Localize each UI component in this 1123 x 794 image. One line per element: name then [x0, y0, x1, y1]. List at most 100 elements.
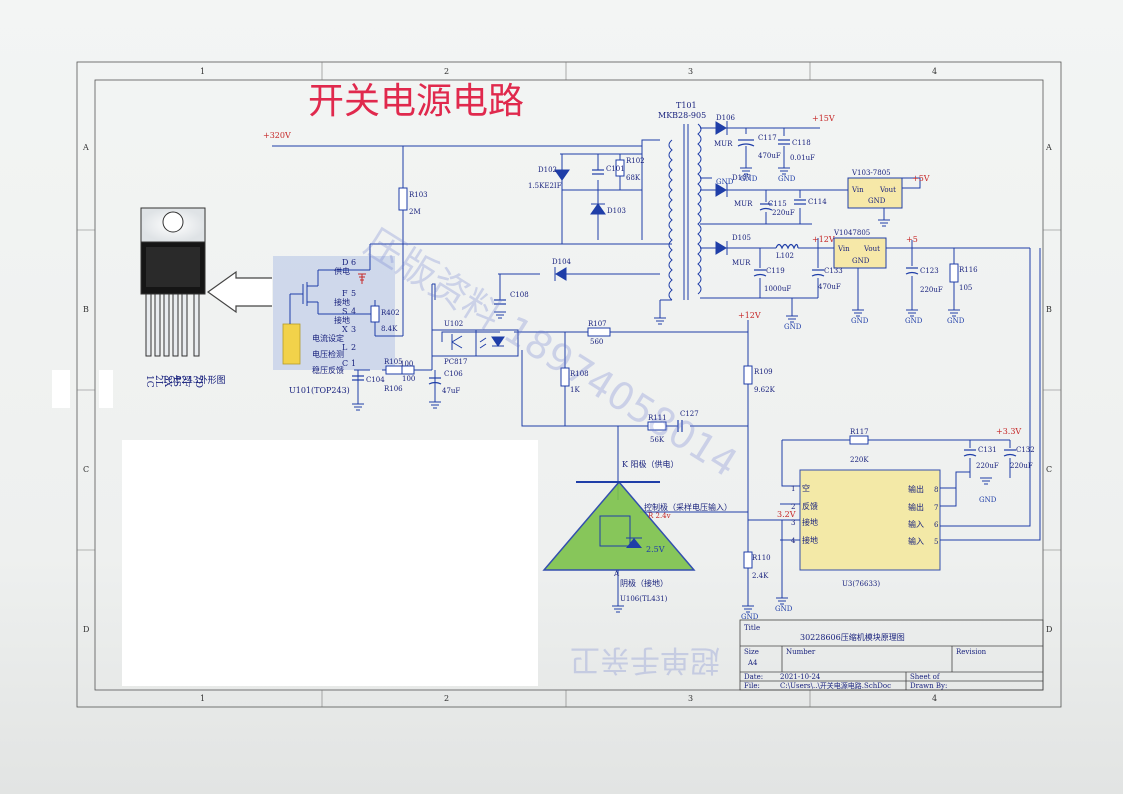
- d102-val: 1.5KE2IF: [528, 182, 562, 190]
- inductor-l102: [775, 243, 799, 250]
- tl431-a-label: 阴极（接地）: [620, 578, 668, 588]
- zone-col-3: 3: [688, 67, 693, 76]
- tb-date: 2021-10-24: [780, 673, 821, 681]
- tb-size-label: Size: [744, 648, 759, 656]
- u3-pin4-label: 接地: [802, 535, 818, 545]
- pin-d-func: 供电: [334, 266, 350, 276]
- top243-pin-labels: D 6 供电 F 5 接地 S 4 接地 X 3 电流设定 L 2 电压检测 C…: [312, 258, 356, 375]
- c132-ref: C132: [1016, 446, 1035, 454]
- d107-ref: D107: [732, 174, 751, 182]
- u3-pin7-num: 7: [934, 504, 938, 512]
- u3-pin1-label: 空: [802, 483, 810, 493]
- u3-pin3-label: 接地: [802, 517, 818, 527]
- pointer-arrow: [206, 270, 272, 314]
- redacted-mark-right: [99, 370, 113, 408]
- net-gnd-r116: GND: [947, 317, 965, 325]
- zone-col-1-bottom: 1: [200, 694, 205, 703]
- outline-pin-2l: 2L: [153, 375, 163, 387]
- ground-symbols: [352, 167, 992, 613]
- primary-wiring: [272, 139, 749, 606]
- pin-l-func: 电压检测: [312, 349, 344, 359]
- net-5v: +5V: [912, 174, 930, 183]
- tb-date-label: Date:: [744, 673, 763, 681]
- tl431-k-label: K 阳极（供电）: [622, 459, 679, 469]
- c101-ref: C101: [606, 165, 625, 173]
- v103-ref: V103-7805: [851, 169, 891, 177]
- u3-pin4-num: 4: [791, 537, 796, 545]
- tl431-ref: U106(TL431): [620, 595, 668, 603]
- pin-s-func: 接地: [334, 315, 350, 325]
- u3-pin1-num: 1: [791, 485, 795, 493]
- page-title: 开关电源电路: [308, 81, 524, 122]
- v104-vout: Vout: [863, 245, 880, 253]
- regulator-v103: [847, 177, 903, 209]
- t101-ref: T101: [676, 101, 697, 110]
- outline-pin-4s: 4S: [171, 375, 181, 387]
- resistors: [370, 159, 959, 569]
- tb-number-label: Number: [786, 648, 816, 656]
- r105-ref: R105: [384, 358, 403, 366]
- r402-val: 8.4K: [381, 325, 398, 333]
- v104-ref: V1047805: [833, 229, 870, 237]
- u102-ref: U102: [444, 320, 463, 328]
- secondary-wiring: [700, 127, 1041, 598]
- capacitors: [352, 139, 1017, 457]
- u3-chip: [799, 469, 941, 571]
- c123-val: 220uF: [920, 286, 943, 294]
- net-320v: +320V: [263, 131, 291, 140]
- u3-pin6-num: 6: [934, 521, 939, 529]
- r106-val: 100: [402, 375, 415, 383]
- outline-pin-5f: 5F: [180, 375, 190, 387]
- top243-mosfet-symbol: [289, 269, 340, 324]
- u3-pin8-num: 8: [934, 486, 938, 494]
- r103-val: 2M: [409, 208, 421, 216]
- u3-pin6-label: 输入: [908, 519, 924, 529]
- zone-col-2: 2: [444, 67, 449, 76]
- u3-pin2-label: 反馈: [802, 501, 818, 511]
- net-gnd-r110: GND: [741, 613, 759, 621]
- net-3v2: 3.2V: [777, 510, 796, 519]
- u3-pin7-label: 输出: [908, 502, 924, 512]
- v104-vin: Vin: [837, 245, 850, 253]
- zone-row-d: D: [83, 625, 89, 634]
- c127-ref: C127: [680, 410, 699, 418]
- net-r24: R 2.4v: [648, 512, 671, 520]
- zone-col-3-bottom: 3: [688, 694, 693, 703]
- r111-ref: R111: [648, 414, 667, 422]
- pin-f-letter: F: [342, 289, 348, 298]
- u3-pins: 1 空 2 反馈 3 接地 4 接地 输出 8 输出 7 输入 6 输入 5: [791, 483, 939, 546]
- r107-val: 560: [590, 338, 603, 346]
- outline-pin-7d: 7D: [193, 375, 203, 388]
- c106-ref: C106: [444, 370, 463, 378]
- d106-ref: D106: [716, 114, 736, 122]
- pin-c-letter: C: [342, 359, 348, 368]
- tb-drawn-label: Drawn By:: [910, 682, 947, 690]
- v103-vin: Vin: [851, 186, 864, 194]
- tb-sheet-label: Sheet of: [910, 673, 941, 681]
- r105-val: 100: [400, 360, 413, 368]
- r110-val: 2.4K: [752, 572, 769, 580]
- net-gnd-v104: GND: [851, 317, 869, 325]
- u3-ref: U3(76633): [842, 580, 880, 588]
- r109-ref: R109: [754, 368, 773, 376]
- c115-ref: C115: [768, 200, 787, 208]
- r117-ref: R117: [850, 428, 869, 436]
- r108-ref: R108: [570, 370, 589, 378]
- net-5: +5: [906, 235, 918, 244]
- c119-ref: C119: [766, 267, 785, 275]
- pin-x-num: 3: [351, 325, 356, 334]
- r117-val: 220K: [850, 456, 869, 464]
- l102-ref: L102: [776, 252, 794, 260]
- pin-s-letter: S: [342, 307, 347, 316]
- d106-type: MUR: [714, 140, 733, 148]
- r116-ref: R116: [959, 266, 978, 274]
- net-12v: +12V: [812, 235, 835, 244]
- drawing-frame: [76, 61, 1062, 708]
- pin-l-letter: L: [342, 343, 348, 352]
- r102-val: 68K: [626, 174, 641, 182]
- zone-row-c-right: C: [1046, 465, 1052, 474]
- u3-pin5-num: 5: [934, 538, 938, 546]
- title-block-text: Title 30228606压缩机模块原理图 Size A4 Number Re…: [744, 624, 987, 690]
- outline-pin-1c: 1C: [144, 375, 154, 388]
- zone-labels: 1 2 3 4 1 2 3 4 A B C D A B C D: [82, 67, 1052, 703]
